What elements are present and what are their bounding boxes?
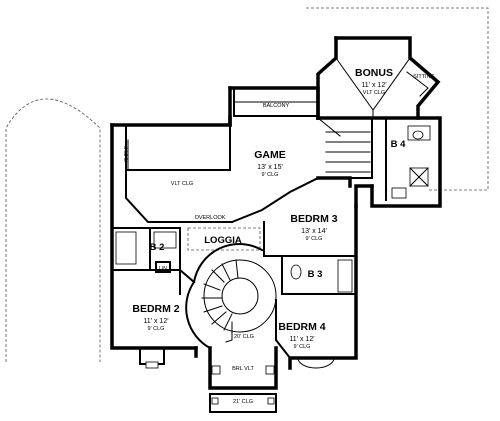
b4-name: B 4 [391, 139, 407, 150]
roof-outline [5, 7, 489, 362]
vlt-clg-label: VLT CLG [171, 181, 193, 187]
room-labels: BONUS 11' x 12' VLT CLG SITTING BALCONY … [124, 67, 435, 405]
bonus-name: BONUS [355, 67, 393, 79]
shelf-label: SHELF [124, 146, 130, 162]
bedrm4-clg: 9' CLG [294, 344, 311, 350]
bedrm4-size: 11' x 12' [289, 336, 314, 343]
brl-vlt-label: BRL VLT [232, 366, 254, 372]
bedrm3-clg: 9' CLG [306, 236, 323, 242]
bonus-clg: VLT CLG [363, 90, 385, 96]
bonus-size: 11' x 12' [361, 82, 386, 89]
bonus-wing [316, 36, 442, 208]
b2-fixtures [115, 231, 177, 265]
bedrm3-size: 13' x 14' [301, 228, 327, 235]
b2-name: B 2 [150, 242, 165, 253]
bedrm4-name: BEDRM 4 [278, 321, 325, 333]
bedrm2-clg: 9' CLG [148, 326, 165, 332]
lin-label: LIN [159, 266, 167, 272]
overlook-label: OVERLOOK [195, 215, 226, 221]
bedrm2-name: BEDRM 2 [132, 303, 179, 315]
sitting-label: SITTING [413, 74, 435, 80]
bedrm3-name: BEDRM 3 [290, 213, 337, 225]
b3-name: B 3 [308, 269, 323, 280]
bedrm2-size: 11' x 12' [143, 318, 168, 325]
loggia-name: LOGGIA [204, 235, 242, 246]
game-size: 13' x 15' [257, 164, 283, 171]
balcony [233, 89, 317, 117]
stair-clg-label: 20' CLG [234, 334, 254, 340]
entry-clg-label: 21' CLG [233, 399, 253, 405]
loggia [187, 227, 261, 251]
b3-fixtures [290, 259, 353, 293]
game-clg: 9' CLG [262, 172, 279, 178]
interior-walls [111, 124, 357, 360]
entry-bay [139, 346, 335, 413]
spiral-stair [185, 243, 277, 350]
game-name: GAME [254, 149, 286, 161]
balcony-label: BALCONY [263, 103, 290, 109]
stair-upper [317, 117, 373, 179]
